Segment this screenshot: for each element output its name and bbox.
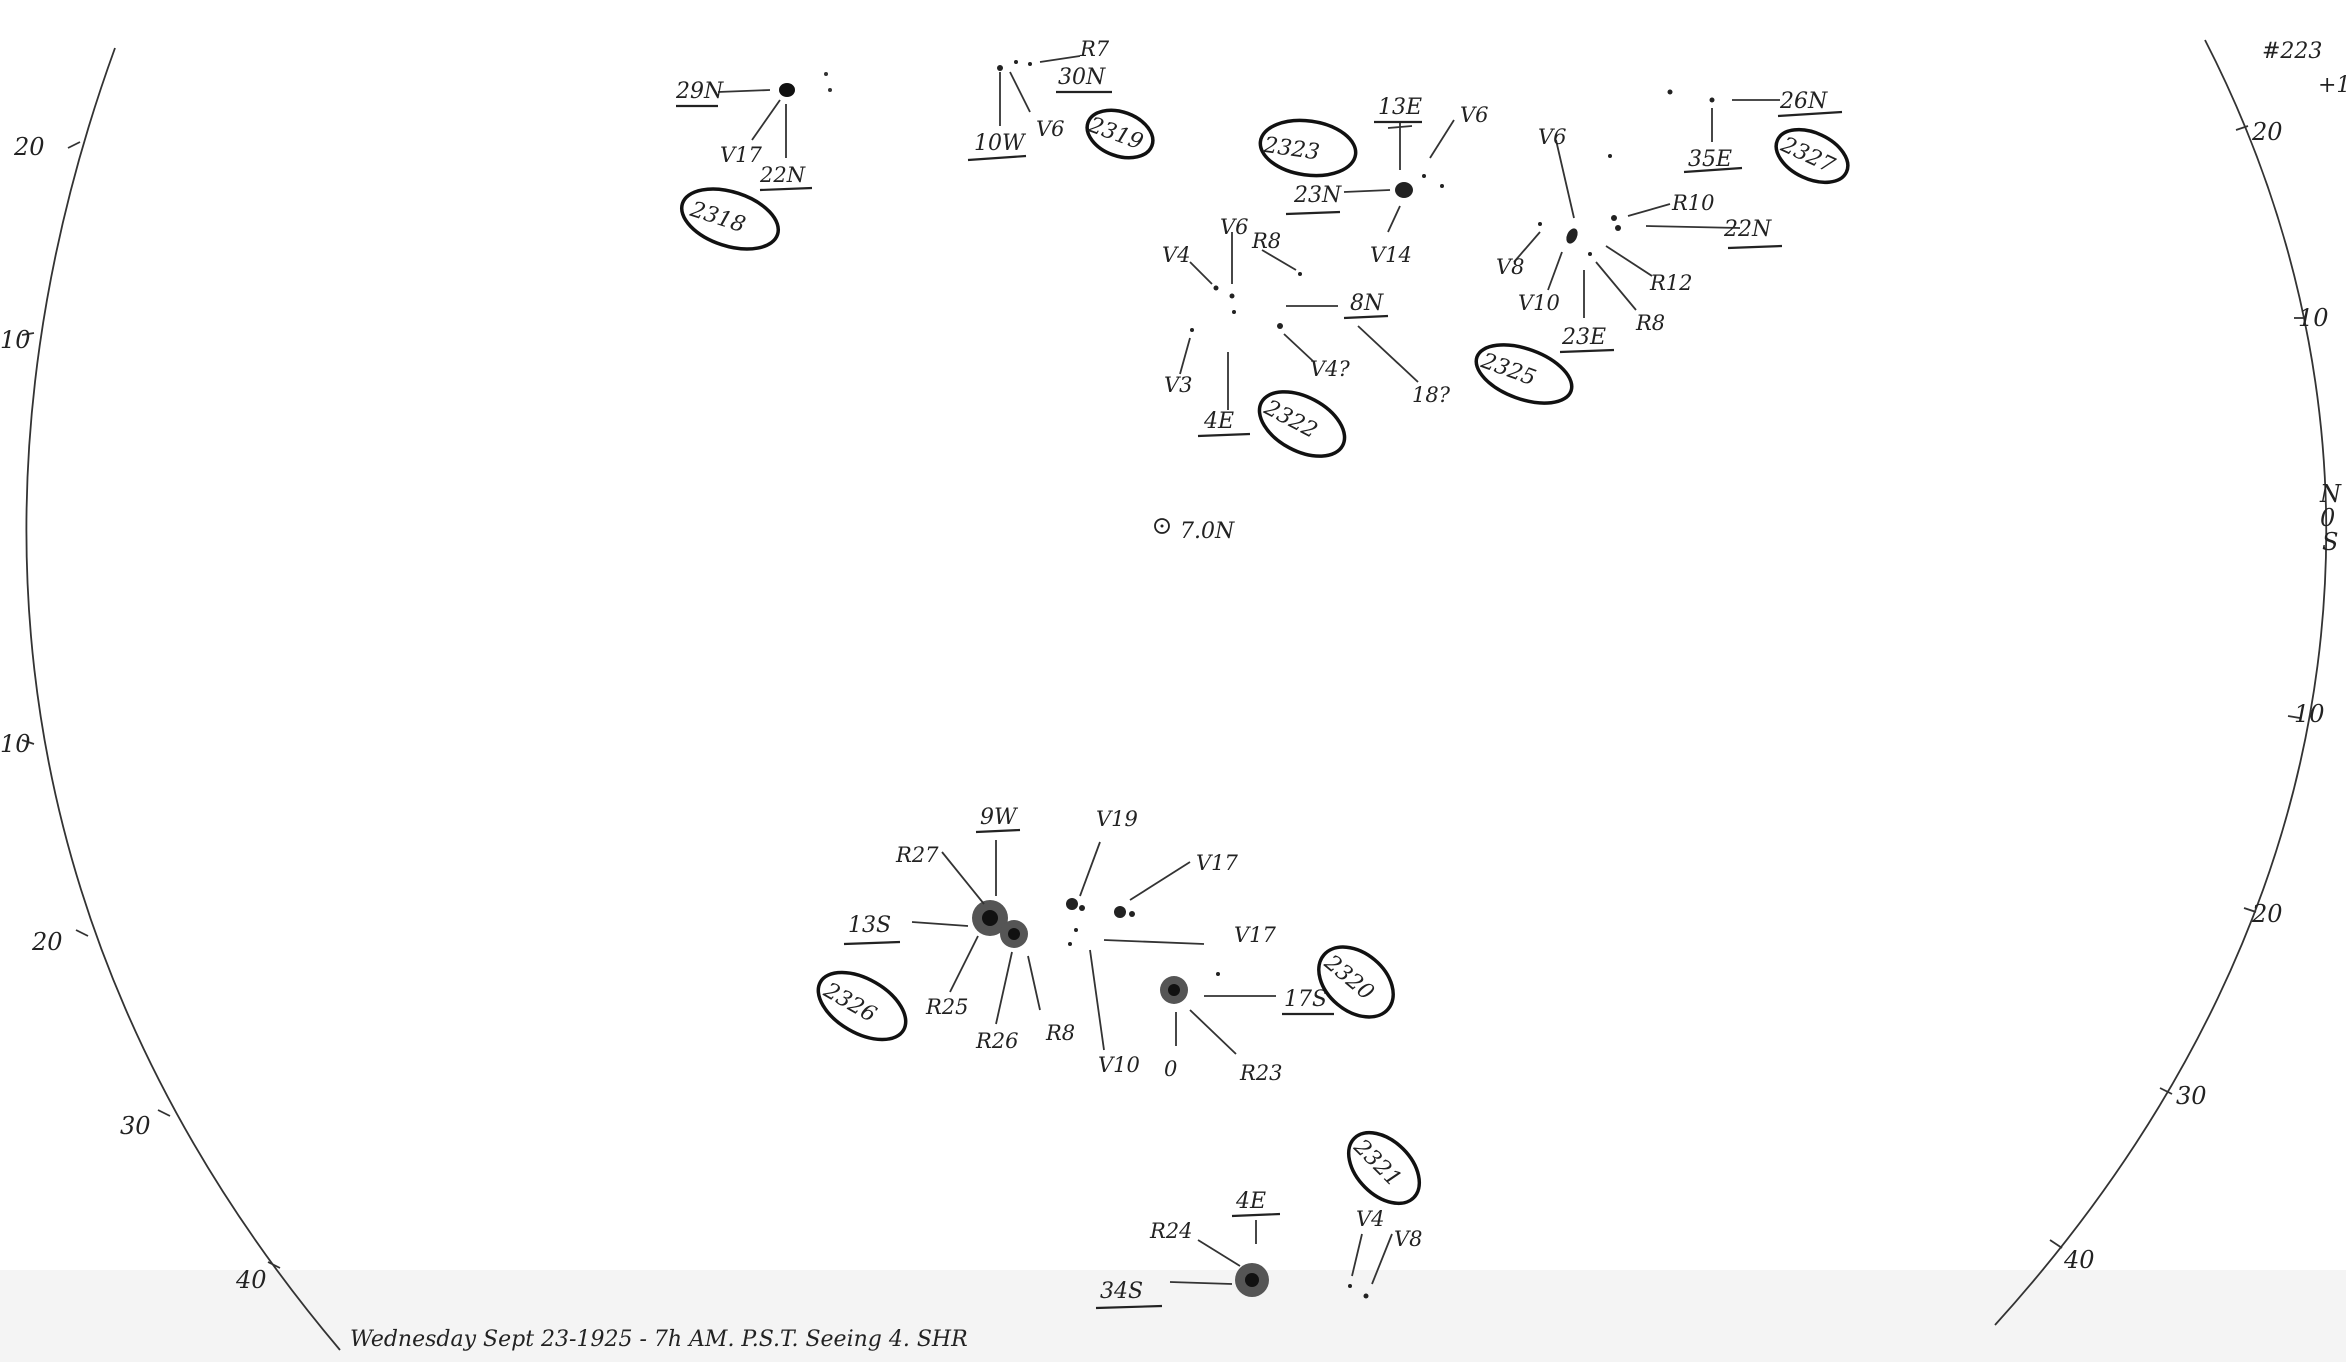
longitude-label: 4E [1203,409,1234,434]
latitude-label: 26N [1779,89,1828,114]
latitude-label: 23N [1293,183,1342,208]
magnetic-label: R7 [1079,37,1110,61]
magnetic-label: V10 [1518,291,1560,315]
group-2325: V6 R10 22N R12 R8 V8 V10 23E 2325 [1474,125,1783,405]
longitude-label: 13E [1378,95,1422,120]
magnetic-label: V4 [1162,243,1191,267]
magnetic-label: R10 [1671,191,1715,215]
group-2323: 13E V6 23N V14 2323 [1258,95,1489,267]
magnetic-label: V17 [720,143,763,167]
magnetic-label: V4? [1310,357,1351,381]
magnetic-label: V8 [1394,1227,1423,1251]
magnetic-label: 18? [1412,383,1451,407]
limb-mark: 10 [2298,304,2329,332]
magnetic-label: V4 [1356,1207,1385,1231]
limb-mark: 30 [120,1112,151,1140]
magnetic-label: V17 [1234,923,1277,947]
group-2321: R24 4E 34S V4 V8 2321 [1095,1130,1423,1310]
magnetic-label: V6 [1538,125,1567,149]
plate-number: #223 [2262,39,2322,64]
observation-note: Wednesday Sept 23-1925 - 7h AM. P.S.T. S… [350,1327,968,1352]
latitude-label: 13S [848,913,891,938]
longitude-label: 9W [980,805,1019,830]
plate-suffix: +1 [2318,73,2346,98]
limb-mark: 20 [13,133,45,161]
magnetic-label: V10 [1098,1053,1140,1077]
latitude-label: 22N [1723,217,1772,242]
limb-mark: 40 [2063,1246,2095,1274]
magnetic-label: V8 [1496,255,1525,279]
magnetic-label: R25 [925,995,969,1019]
limb-mark: 20 [2251,118,2283,146]
limb-mark: N [2319,480,2342,508]
limb-mark: 40 [235,1266,267,1294]
longitude-label: 10W [974,131,1027,156]
solar-limb-right [1994,39,2327,1326]
sun-symbol-icon [1154,518,1170,534]
limb-mark: 20 [31,928,63,956]
sunspot [1566,228,1578,244]
limb-mark: 10 [0,326,31,354]
magnetic-label: R27 [895,843,939,867]
magnetic-label: R8 [1251,229,1281,253]
longitude-label: 22N [759,163,806,187]
solar-limb-left [25,47,341,1351]
magnetic-label: R8 [1635,311,1665,335]
magnetic-label: V19 [1096,807,1138,831]
longitude-label: 4E [1235,1189,1266,1214]
magnetic-label: R26 [975,1029,1019,1053]
magnetic-label: R12 [1649,271,1693,295]
longitude-label: 23E [1561,325,1606,350]
limb-mark: 10 [2294,700,2325,728]
magnetic-label: V6 [1460,103,1489,127]
latitude-label: 34S [1100,1279,1143,1304]
sunspot [1395,182,1413,198]
limb-mark: S [2322,528,2338,556]
limb-mark: 10 [0,730,31,758]
disk-center-marker: 7.0N [1154,518,1235,544]
magnetic-label: V6 [1036,117,1065,141]
latitude-label: 17S [1284,987,1327,1012]
magnetic-label: R24 [1149,1219,1193,1243]
latitude-label: 30N [1058,65,1106,90]
magnetic-label: 0 [1164,1057,1177,1081]
magnetic-label: V14 [1370,243,1412,267]
latitude-label: 8N [1350,291,1384,316]
longitude-label: 35E [1688,147,1732,172]
left-limb-scale: 20 10 10 20 30 40 [0,133,281,1294]
sunspot [779,83,795,97]
magnetic-label: V3 [1164,373,1193,397]
latitude-label: 29N [675,79,724,104]
magnetic-label: V6 [1220,215,1249,239]
right-limb-scale: 20 10 N 0 S 10 20 30 40 [2049,118,2342,1274]
center-latitude: 7.0N [1180,519,1235,544]
group-2318: 29N V17 22N 2318 [675,72,832,251]
magnetic-label: R23 [1239,1061,1283,1085]
limb-mark: 20 [2251,900,2283,928]
magnetic-label: R8 [1045,1021,1075,1045]
limb-mark: 30 [2176,1082,2207,1110]
limb-mark: 0 [2320,504,2335,532]
paper-shadow [0,1270,2346,1362]
magnetic-label: V17 [1196,851,1239,875]
group-2322: V4 V6 R8 8N V3 V4? 18? 4E 2322 [1162,215,1451,458]
